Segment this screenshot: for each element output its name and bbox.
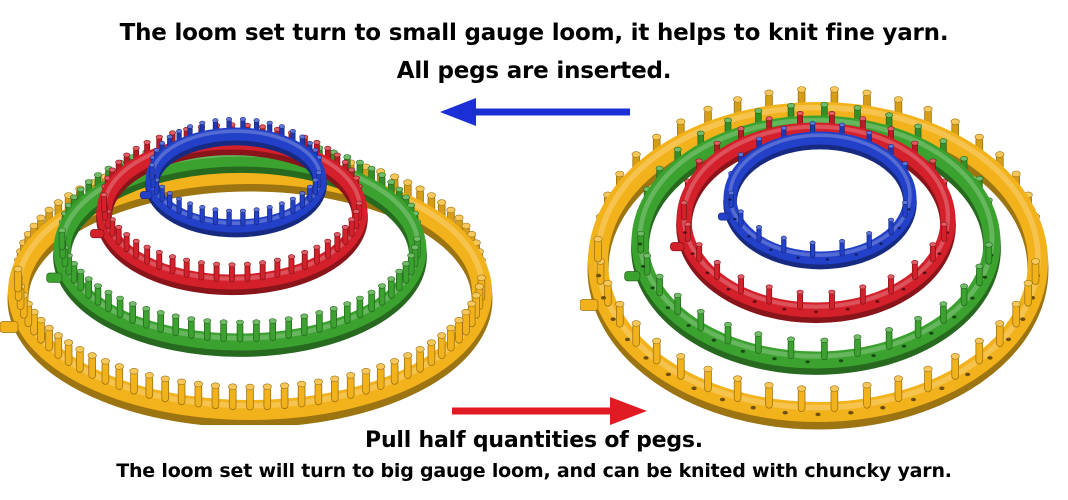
loom-ring-red [90,122,368,296]
loom-ring-blue [139,116,327,238]
loom-set-big-gauge [580,86,1049,430]
arrow-right-icon [452,397,647,425]
loom-set-small-gauge [0,116,493,425]
loom-ring-blue [717,121,917,270]
caption-bottom-line-2: The loom set will turn to big gauge loom… [116,460,952,482]
caption-top-line-1: The loom set turn to small gauge loom, i… [119,20,949,46]
caption-top-line-2: All pegs are inserted. [396,58,672,84]
caption-bottom-line-1: Pull half quantities of pegs. [365,428,703,453]
arrow-left-icon [440,98,630,126]
